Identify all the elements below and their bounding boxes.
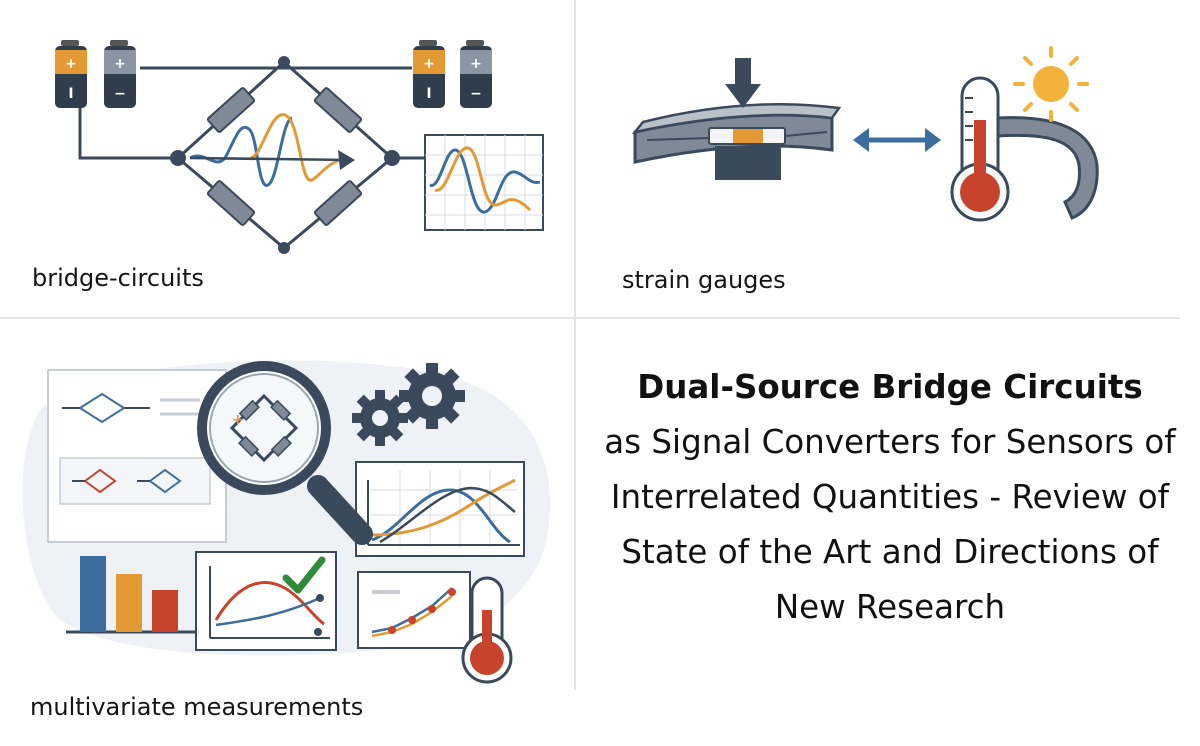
multivariate-panel: + multivariate measurements [0, 320, 575, 746]
sun-icon [1013, 46, 1089, 122]
scatter-trend-card [357, 571, 471, 649]
strain-gauge-illustration [631, 46, 1099, 222]
thermometer-icon [950, 76, 1010, 222]
bridge-circuit-illustration: + I + − + I + [55, 40, 544, 254]
gears-icon [352, 363, 465, 446]
title-panel: Dual-Source Bridge Circuits as Signal Co… [577, 320, 1200, 746]
bridge-circuits-panel: + I + − + I + [0, 0, 575, 318]
battery-pair-right: + I + − [413, 40, 492, 108]
strain-beam [631, 102, 842, 180]
svg-text:−: − [470, 86, 482, 102]
double-arrow-icon [853, 128, 941, 152]
vertical-divider [574, 0, 576, 690]
svg-text:+: + [114, 56, 126, 72]
caption-multivariate-measurements: multivariate measurements [30, 693, 364, 721]
horizontal-divider [0, 317, 1180, 319]
svg-text:I: I [426, 86, 431, 102]
thermometer-icon [461, 576, 513, 684]
bar-chart-icon [66, 556, 196, 634]
svg-text:+: + [65, 56, 77, 72]
bridge-diamond [170, 56, 400, 254]
multivariate-illustration: + [22, 360, 551, 684]
load-arrow-icon [725, 58, 761, 108]
title-subtitle: as Signal Converters for Sensors of Inte… [604, 423, 1176, 626]
magnifier-icon: + [197, 361, 373, 545]
document-sheet [47, 369, 227, 543]
validated-plot-card [195, 551, 337, 651]
svg-text:I: I [68, 86, 73, 102]
svg-text:+: + [423, 56, 435, 72]
caption-strain-gauges: strain gauges [622, 266, 786, 294]
svg-text:−: − [114, 86, 126, 102]
strain-gauges-panel: strain gauges [577, 0, 1200, 318]
multi-line-plot-card [355, 461, 525, 557]
paper-title: Dual-Source Bridge Circuits as Signal Co… [597, 360, 1183, 635]
caption-bridge-circuits: bridge-circuits [32, 264, 204, 292]
title-main: Dual-Source Bridge Circuits [637, 368, 1143, 406]
output-waveform-chart [424, 134, 544, 231]
svg-text:+: + [232, 412, 244, 428]
svg-text:+: + [470, 56, 482, 72]
battery-pair-left: + I + − [55, 40, 136, 108]
